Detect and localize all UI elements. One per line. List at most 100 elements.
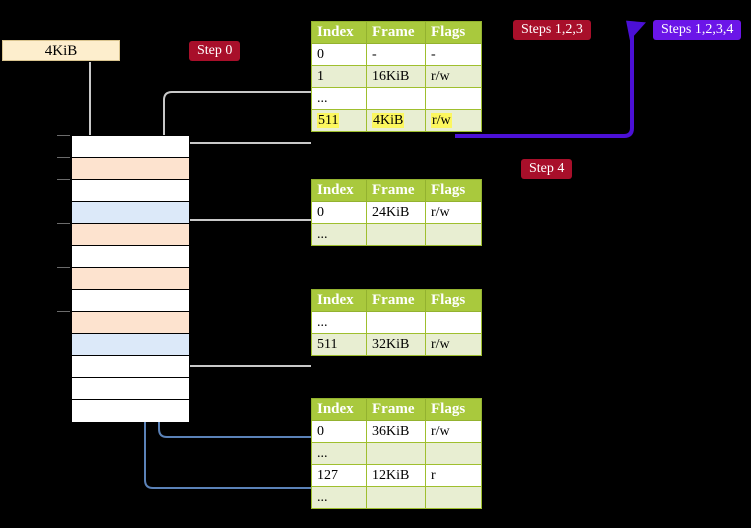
table-row: ... <box>311 311 482 334</box>
column-header: Frame <box>366 289 426 312</box>
table-row: ... <box>311 486 482 509</box>
table-cell: ... <box>311 311 367 334</box>
memory-tick-mark <box>57 157 70 158</box>
memory-frame-row <box>72 400 189 422</box>
table-cell: 24KiB <box>366 201 426 224</box>
table-cell: 32KiB <box>366 333 426 356</box>
memory-tick-mark <box>57 179 70 180</box>
memory-frame-row <box>57 267 189 290</box>
table-cell <box>425 311 482 334</box>
table-row: ... <box>311 442 482 465</box>
memory-frame-row <box>72 246 189 268</box>
table-cell: 12KiB <box>366 464 426 487</box>
memory-frame-row <box>72 334 189 356</box>
table-row: 0-- <box>311 43 482 66</box>
table-cell <box>425 442 482 465</box>
table-cell: r/w <box>425 201 482 224</box>
table-cell: r/w <box>425 333 482 356</box>
memory-frame-row <box>72 202 189 224</box>
table-cell <box>425 486 482 509</box>
table-cell: 511 <box>311 333 367 356</box>
arrowhead-steps-bracket <box>626 20 646 41</box>
table-cell: 0 <box>311 43 367 66</box>
memory-tick-mark <box>57 311 70 312</box>
column-header: Index <box>311 289 367 312</box>
connector-t3-row511 <box>178 322 311 367</box>
table-cell: 16KiB <box>366 65 426 88</box>
table-cell: ... <box>311 486 367 509</box>
table-cell: 4KiB <box>366 109 426 132</box>
table-row: ... <box>311 87 482 110</box>
column-header: Frame <box>366 398 426 421</box>
table-cell: - <box>425 43 482 66</box>
badge-steps-1-2-3-4: Steps 1,2,3,4 <box>653 20 742 40</box>
memory-tick-mark <box>57 267 70 268</box>
table-cell: ... <box>311 223 367 246</box>
memory-frame-row <box>72 290 189 312</box>
table-cell: 36KiB <box>366 420 426 443</box>
highlighted-value: r/w <box>431 112 452 128</box>
column-header: Flags <box>425 398 482 421</box>
table-cell <box>366 442 426 465</box>
column-header: Index <box>311 398 367 421</box>
table-cell <box>425 87 482 110</box>
table-cell: 127 <box>311 464 367 487</box>
memory-frame-row <box>72 356 189 378</box>
highlighted-value: 4KiB <box>372 112 405 128</box>
memory-tick-mark <box>57 135 70 136</box>
highlighted-value: 511 <box>317 112 340 128</box>
memory-frame-row <box>57 311 189 334</box>
table-cell: r/w <box>425 420 482 443</box>
column-header: Flags <box>425 179 482 202</box>
table-cell: 0 <box>311 420 367 443</box>
table-cell: r <box>425 464 482 487</box>
size-box-4kib: 4KiB <box>2 40 120 61</box>
column-header: Index <box>311 21 367 44</box>
table-cell <box>366 311 426 334</box>
memory-frame-row <box>57 179 189 202</box>
table-cell: 511 <box>311 109 367 132</box>
badge-step-0: Step 0 <box>189 41 241 61</box>
memory-frame-row <box>57 223 189 246</box>
badge-step-4: Step 4 <box>521 159 573 179</box>
table-cell: ... <box>311 87 367 110</box>
table-cell <box>425 223 482 246</box>
column-header: Flags <box>425 21 482 44</box>
table-cell: r/w <box>425 109 482 132</box>
table-cell <box>366 87 426 110</box>
table-cell: ... <box>311 442 367 465</box>
size-box-label: 4KiB <box>44 43 78 59</box>
memory-tick-mark <box>57 223 70 224</box>
column-header: Index <box>311 179 367 202</box>
column-header: Frame <box>366 179 426 202</box>
table-cell: 0 <box>311 201 367 224</box>
memory-frame-row <box>57 157 189 180</box>
table-row: 511 4KiB r/w <box>311 109 482 132</box>
memory-frame-row <box>57 135 189 158</box>
memory-frame-row <box>72 378 189 400</box>
table-row: ... <box>311 223 482 246</box>
table-cell <box>366 486 426 509</box>
table-cell: 1 <box>311 65 367 88</box>
connector-t1-row511 <box>178 142 311 152</box>
table-cell: - <box>366 43 426 66</box>
badge-steps-1-2-3: Steps 1,2,3 <box>513 20 591 40</box>
physical-memory-column <box>57 135 190 422</box>
table-cell: r/w <box>425 65 482 88</box>
table-cell <box>366 223 426 246</box>
column-header: Flags <box>425 289 482 312</box>
connector-t2-row0 <box>178 219 311 248</box>
